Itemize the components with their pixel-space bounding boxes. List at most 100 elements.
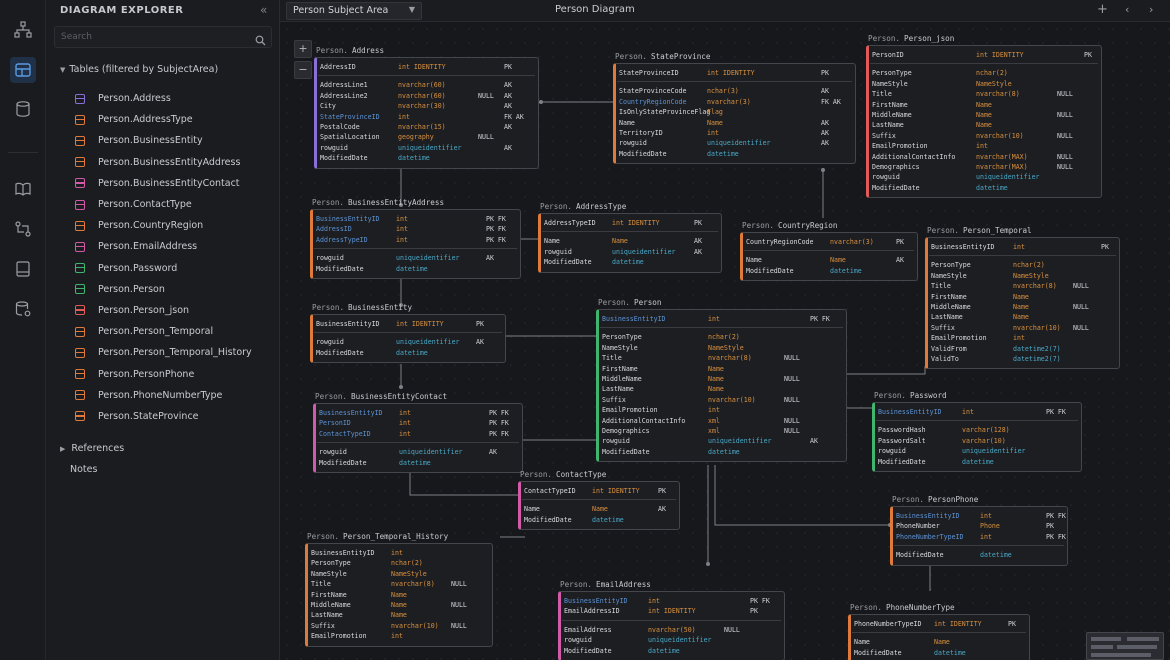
zoom-out-button[interactable]: − (294, 61, 312, 79)
table-list-item[interactable]: Person.Person_Temporal_History (74, 342, 252, 363)
table-list-item[interactable]: Person.CountryRegion (74, 215, 252, 236)
compare-icon[interactable] (10, 216, 36, 242)
table-list-item[interactable]: Person.Password (74, 258, 252, 279)
references-tree-item[interactable]: ▶References (60, 443, 124, 454)
database-icon[interactable] (10, 96, 36, 122)
chevron-right-icon[interactable]: › (1149, 3, 1154, 16)
table-list-item[interactable]: Person.StateProvince (74, 406, 252, 427)
table-list-item[interactable]: Person.Address (74, 88, 252, 109)
table-list-item[interactable]: Person.Person_json (74, 300, 252, 321)
table-list-item[interactable]: Person.BusinessEntityAddress (74, 152, 252, 173)
subject-area-select[interactable]: Person Subject Area ▼ (286, 2, 422, 20)
minimap[interactable] (1086, 632, 1164, 660)
collapse-panel-icon[interactable]: « (260, 3, 268, 17)
table-list-item[interactable]: Person.Person (74, 279, 252, 300)
chevron-left-icon[interactable]: ‹ (1125, 3, 1130, 16)
notes-tree-item[interactable]: Notes (70, 464, 98, 475)
book-icon[interactable] (10, 176, 36, 202)
search-icon[interactable] (255, 31, 266, 50)
diagram-explorer-icon[interactable] (10, 57, 36, 83)
diagram-tree-icon[interactable] (10, 17, 36, 43)
document-icon[interactable] (10, 256, 36, 282)
table-list-item[interactable]: Person.EmailAddress (74, 236, 252, 257)
